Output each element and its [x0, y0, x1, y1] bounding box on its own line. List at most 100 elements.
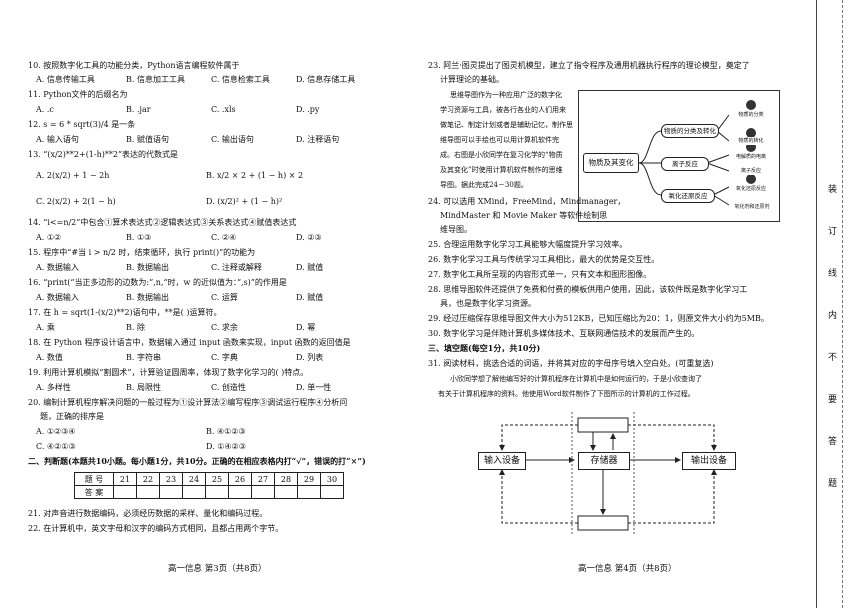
mindmap-branch: 氧化还原反应 — [661, 189, 715, 203]
option-c: C. 注释或解释 — [211, 263, 262, 272]
intro-line: 成。右图是小欣同学在复习化学的“物质 — [440, 151, 563, 159]
option-b: B. 赋值语句 — [126, 135, 169, 144]
question-12-options: A. 输入语句 B. 赋值语句 C. 输出语句 D. 注释语句 — [36, 134, 339, 145]
question-24-line1: 24. 可以选用 XMind，FreeMind，Mindmanager， — [428, 197, 626, 206]
question-12: 12. s = 6 * sqrt(3)/4 是一条 — [28, 120, 136, 129]
option-b: B. 信息加工工具 — [126, 75, 185, 84]
flow-connectors — [499, 412, 717, 536]
judge-num: 29 — [297, 472, 321, 486]
page-footer-left: 高一信息 第3页（共8页） — [168, 564, 267, 574]
answer-cell[interactable] — [113, 485, 137, 499]
question-28-line2: 具，也是数字化学习资源。 — [440, 299, 536, 308]
judge-num: 26 — [228, 472, 252, 486]
question-18-options: A. 数值 B. 字符串 C. 字典 D. 列表 — [36, 352, 323, 363]
option-d: D. 赋值 — [296, 263, 324, 272]
option-d: D. 单一性 — [296, 383, 332, 392]
intro-line: 学习资源与工具，被各行各业的人们用来 — [440, 106, 566, 114]
question-11-options: A. .c B. .jar C. .xls D. .py — [36, 104, 319, 115]
binding-char: 不 — [828, 353, 838, 363]
question-31-text1: 小欣同学想了解他编写好的计算机程序在计算机中是如何运行的，于是小欣查询了 — [450, 375, 702, 383]
answer-cell[interactable] — [228, 485, 252, 499]
option-a: A. 信息传输工具 — [36, 75, 95, 84]
question-13-options-row2: C. 2(x/2) + 2(1 − h) D. (x/2)² + (1 − h)… — [36, 196, 282, 207]
question-10-options: A. 信息传输工具 B. 信息加工工具 C. 信息检索工具 D. 信息存储工具 — [36, 74, 355, 85]
option-d: D. 注释语句 — [296, 135, 340, 144]
binding-char: 内 — [828, 311, 838, 321]
section-2-heading: 二、判断题(本题共10小题。每小题1分，共10分。正确的在相应表格内打“√”，错… — [28, 456, 366, 466]
mindmap-leaf: 氧化剂和还原剂 — [729, 203, 775, 211]
answer-cell[interactable] — [136, 485, 160, 499]
flow-output-device: 输出设备 — [682, 452, 736, 470]
option-a: A. ①②③④ — [36, 427, 76, 436]
binding-char: 要 — [828, 395, 838, 405]
flow-memory: 存储器 — [578, 452, 630, 470]
option-c: C. 求余 — [211, 323, 238, 332]
question-14-options: A. ①② B. ①③ C. ②④ D. ②③ — [36, 232, 322, 243]
mindmap-leaf: 物质的分类 — [729, 111, 773, 119]
question-27: 27. 数字化工具所呈现的内容形式单一，只有文本和图形图像。 — [428, 270, 652, 279]
intro-line: 导图。据此完成24－30题。 — [440, 181, 528, 189]
intro-line: 做笔记、制定计划或者是辅助记忆，制作思 — [440, 121, 573, 129]
option-c: C. 输出语句 — [211, 135, 254, 144]
answer-cell[interactable] — [320, 485, 344, 499]
judge-num: 30 — [320, 472, 344, 486]
option-a: A. 2(x/2) + 1 − 2h — [36, 171, 110, 180]
answer-cell[interactable] — [182, 485, 206, 499]
option-c: C. 运算 — [211, 293, 238, 302]
question-20-options-row1: A. ①②③④ B. ④①②③ — [36, 426, 246, 437]
mindmap-leaf: 离子反应 — [729, 167, 773, 175]
judge-num: 22 — [136, 472, 160, 486]
binding-char: 线 — [828, 269, 838, 279]
right-page: 23. 阿兰·图灵提出了图灵机模型，建立了指令程序及通用机器执行程序的理论模型，… — [428, 0, 828, 608]
binding-dashed-line — [842, 0, 843, 608]
section-3-heading: 三、填空题(每空1分，共10分) — [428, 343, 541, 353]
question-21: 21. 对声音进行数据编码，必须经历数据的采样、量化和编码过程。 — [28, 509, 268, 518]
answer-cell[interactable] — [274, 485, 298, 499]
question-23-line2: 计算理论的基础。 — [440, 75, 504, 84]
question-10: 10. 按照数字化工具的功能分类，Python语言编程软件属于 — [28, 61, 240, 70]
option-a: A. 乘 — [36, 323, 55, 332]
answer-cell[interactable] — [205, 485, 229, 499]
option-c: C. ②④ — [211, 233, 237, 242]
question-30: 30. 数字化学习是伴随计算机多媒体技术、互联网通信技术的发展而产生的。 — [428, 329, 700, 338]
question-31-text2: 有关于计算机程序的资料。他使用Word软件制作了下图所示的计算机的工作过程。 — [438, 390, 695, 398]
option-b: B. 局限性 — [126, 383, 161, 392]
judge-answer-label: 答 案 — [74, 485, 114, 499]
option-c: C. 2(x/2) + 2(1 − h) — [36, 197, 116, 206]
question-22: 22. 在计算机中，英文字母和汉字的编码方式相同，且都占用两个字节。 — [28, 524, 284, 533]
judge-num: 21 — [113, 472, 137, 486]
option-c: C. 字典 — [211, 353, 238, 362]
answer-cell[interactable] — [251, 485, 275, 499]
option-d: D. 赋值 — [296, 293, 324, 302]
option-b: B. 数据输出 — [126, 293, 169, 302]
judge-num: 24 — [182, 472, 206, 486]
question-29: 29. 经过压缩保存思维导图文件大小为512KB，已知压缩比为20：1，则原文件… — [428, 314, 769, 323]
question-11: 11. Python文件的后缀名为 — [28, 90, 128, 99]
binding-char: 题 — [828, 479, 838, 489]
intro-line: 思维导图作为一种应用广泛的数字化 — [450, 91, 562, 99]
answer-cell[interactable] — [159, 485, 183, 499]
question-20-line2: 题，正确的排序是 — [40, 412, 104, 421]
binding-line — [816, 0, 817, 608]
option-d: D. 列表 — [296, 353, 324, 362]
judge-num: 25 — [205, 472, 229, 486]
judge-head-label: 题 号 — [74, 472, 114, 486]
option-a: A. 输入语句 — [36, 135, 79, 144]
question-28-line1: 28. 思维导图软件还提供了免费和付费的模板供用户使用，因此，该软件既是数字化学… — [428, 285, 748, 294]
question-23-line1: 23. 阿兰·图灵提出了图灵机模型，建立了指令程序及通用机器执行程序的理论模型，… — [428, 61, 750, 70]
table-row: 答 案 — [74, 485, 344, 499]
binding-char: 装 — [828, 185, 838, 195]
question-18: 18. 在 Python 程序设计语言中，数据输入通过 input 函数来实现，… — [28, 338, 351, 347]
question-15: 15. 程序中“#当 i > n/2 时，结束循环，执行 print()”的功能… — [28, 248, 256, 257]
question-17-options: A. 乘 B. 除 C. 求余 D. 幂 — [36, 322, 315, 333]
judge-num: 28 — [274, 472, 298, 486]
page-footer-right: 高一信息 第4页（共8页） — [578, 564, 677, 574]
binding-char: 订 — [828, 227, 838, 237]
answer-cell[interactable] — [297, 485, 321, 499]
option-c: C. 信息检索工具 — [211, 75, 270, 84]
computer-flow-diagram: 输入设备 存储器 输出设备 — [474, 408, 774, 538]
option-c: C. .xls — [211, 105, 236, 114]
option-b: B. 字符串 — [126, 353, 161, 362]
question-17: 17. 在 h = sqrt(1-(x/2)**2)语句中，**是( )运算符。 — [28, 308, 222, 317]
option-a: A. .c — [36, 105, 54, 114]
